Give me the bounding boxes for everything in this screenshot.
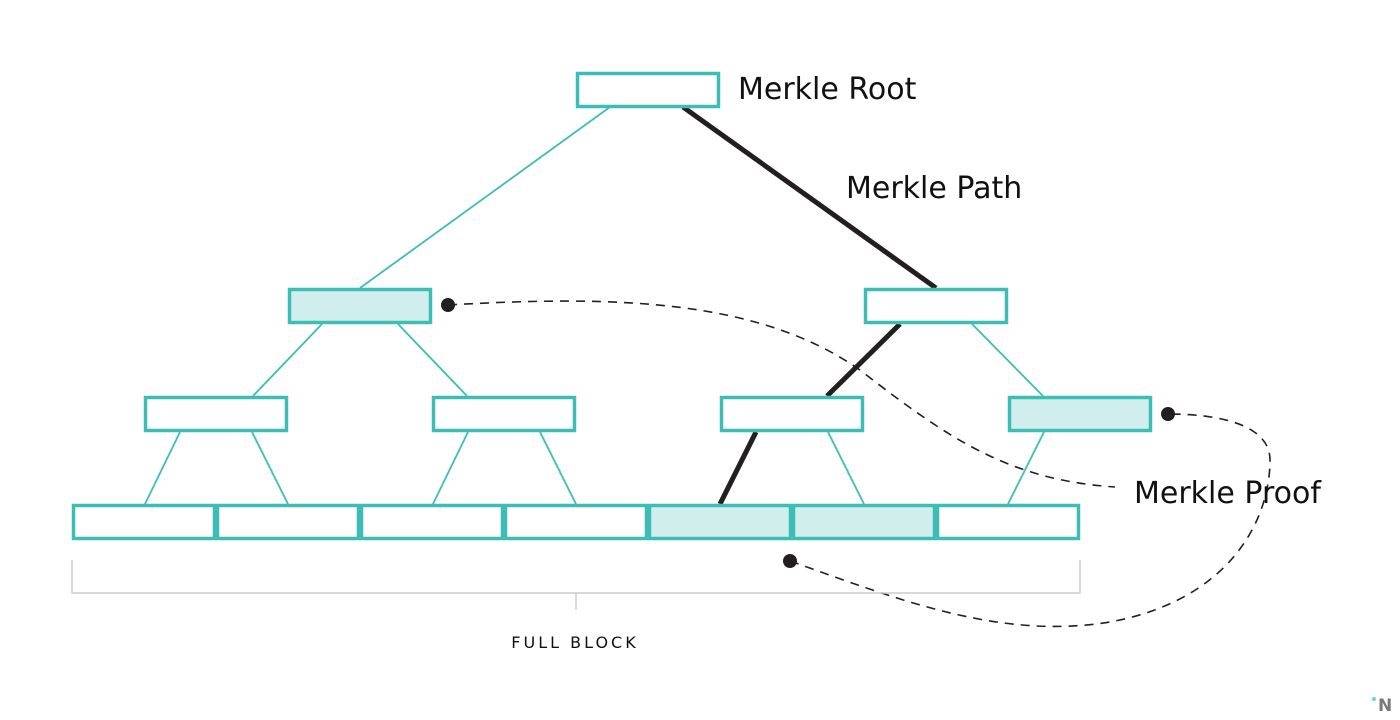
tree-edge <box>1007 431 1045 505</box>
level3-node <box>431 395 577 433</box>
tree-edge <box>144 431 181 505</box>
full-block-label: FULL BLOCK <box>511 633 638 652</box>
proof-dot <box>1161 407 1175 421</box>
tree-edge <box>971 323 1044 397</box>
tree-edge <box>539 431 577 505</box>
leaf-node <box>503 503 649 541</box>
merkle-proof-label: Merkle Proof <box>1134 476 1322 511</box>
logo-dot <box>1372 697 1376 701</box>
tree-edge <box>827 431 865 505</box>
leaf-node <box>215 503 361 541</box>
level2-node <box>863 287 1009 325</box>
leaf-node <box>935 503 1081 541</box>
proof-link-lower <box>789 413 1271 628</box>
level3-node <box>143 395 289 433</box>
proof-dot <box>783 554 797 568</box>
merkle-root-label: Merkle Root <box>738 72 917 107</box>
logo: N <box>1378 696 1392 716</box>
merkle-path-edge <box>681 104 938 291</box>
full-block-bracket <box>71 560 1081 610</box>
level3-node <box>719 395 865 433</box>
tree-edge <box>251 431 289 505</box>
leaf-node <box>791 503 937 541</box>
tree-edge <box>397 323 468 397</box>
tree-edge <box>359 106 611 289</box>
proof-link-upper <box>447 300 1116 488</box>
merkle-path-edge <box>717 430 759 506</box>
tree-edges <box>144 104 1045 506</box>
leaf-node <box>647 503 793 541</box>
merkle-path-label: Merkle Path <box>846 171 1022 206</box>
proof-links <box>447 300 1271 628</box>
root-node <box>575 71 721 109</box>
tree-nodes <box>71 71 1153 541</box>
tree-edge <box>252 323 323 397</box>
proof-dot <box>441 298 455 312</box>
merkle-path-edge <box>825 322 902 398</box>
tree-edge <box>432 431 469 505</box>
leaf-node <box>359 503 505 541</box>
leaf-node <box>71 503 217 541</box>
level2-node <box>287 287 433 325</box>
level3-node <box>1007 395 1153 433</box>
